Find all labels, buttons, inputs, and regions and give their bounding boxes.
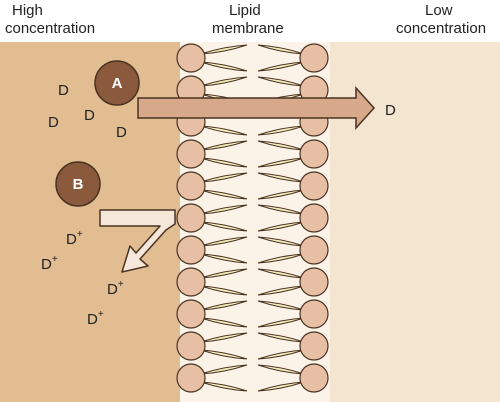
lipid-head xyxy=(176,299,206,329)
lipid-tail xyxy=(257,317,305,328)
lipid-membrane-label-line2: membrane xyxy=(212,20,284,37)
lipid-head xyxy=(176,267,206,297)
particle-a-circle xyxy=(94,60,140,106)
lipid-head xyxy=(299,267,329,297)
lipid-head xyxy=(176,43,206,73)
ionized-drug-label: D+ xyxy=(107,279,124,298)
lipid-tail xyxy=(200,364,248,375)
lipid-tail xyxy=(257,268,305,279)
lipid-tail xyxy=(257,44,305,55)
lipid-tail xyxy=(257,189,305,200)
lipid-tail xyxy=(200,204,248,215)
lipid-tail xyxy=(257,140,305,151)
ionized-drug-label: D+ xyxy=(41,254,58,273)
lipid-tail xyxy=(257,332,305,343)
lipid-tail xyxy=(257,285,305,296)
lipid-tail xyxy=(200,236,248,247)
lipid-head xyxy=(299,235,329,265)
neutral-drug-label: D xyxy=(48,114,59,131)
lipid-tail xyxy=(257,253,305,264)
lipid-head xyxy=(299,363,329,393)
particle-a-label: A xyxy=(112,75,123,92)
lipid-tail xyxy=(200,140,248,151)
lipid-tail xyxy=(200,44,248,55)
neutral-drug-label: D xyxy=(84,107,95,124)
lipid-head xyxy=(299,331,329,361)
lipid-tail xyxy=(200,285,248,296)
lipid-tail xyxy=(257,300,305,311)
lipid-head xyxy=(176,363,206,393)
lipid-membrane-label-line1: Lipid xyxy=(229,2,261,19)
lipid-head xyxy=(176,203,206,233)
neutral-drug-low-side-label: D xyxy=(385,102,396,119)
lipid-tail xyxy=(257,349,305,360)
lipid-tail xyxy=(257,157,305,168)
lipid-tail xyxy=(200,76,248,87)
high-concentration-label-line2: concentration xyxy=(5,20,95,37)
lipid-head xyxy=(176,139,206,169)
lipid-tail xyxy=(257,76,305,87)
neutral-drug-label: D xyxy=(58,82,69,99)
lipid-bilayer xyxy=(176,43,329,393)
lipid-head xyxy=(299,203,329,233)
lipid-head xyxy=(176,235,206,265)
lipid-tail xyxy=(257,364,305,375)
lipid-tail xyxy=(257,172,305,183)
lipid-tail xyxy=(200,300,248,311)
lipid-tail xyxy=(200,381,248,392)
low-concentration-label-line2: concentration xyxy=(396,20,486,37)
ionized-drug-label: D+ xyxy=(66,229,83,248)
lipid-head xyxy=(299,139,329,169)
lipid-tail xyxy=(257,381,305,392)
neutral-drug-label: D xyxy=(116,124,127,141)
lipid-head xyxy=(299,299,329,329)
particle-b-label: B xyxy=(73,176,84,193)
lipid-tail xyxy=(257,125,305,136)
lipid-tail xyxy=(200,61,248,72)
lipid-head xyxy=(299,43,329,73)
lipid-tail xyxy=(200,189,248,200)
arrow-a-diffusion xyxy=(137,86,376,130)
lipid-tail xyxy=(200,221,248,232)
lipid-tail xyxy=(200,349,248,360)
particle-b-circle xyxy=(55,161,101,207)
lipid-tail xyxy=(200,125,248,136)
lipid-tail xyxy=(200,172,248,183)
lipid-head xyxy=(299,171,329,201)
lipid-tail xyxy=(257,61,305,72)
high-concentration-label-line1: High xyxy=(12,2,43,19)
lipid-tail xyxy=(257,221,305,232)
lipid-head xyxy=(176,331,206,361)
lipid-tail xyxy=(200,157,248,168)
lipid-tail xyxy=(257,204,305,215)
lipid-tail xyxy=(200,317,248,328)
low-concentration-label-line1: Low xyxy=(425,2,453,19)
arrow-b-deflected xyxy=(99,209,176,273)
lipid-tail xyxy=(200,268,248,279)
lipid-head xyxy=(176,171,206,201)
lipid-tail xyxy=(200,253,248,264)
ionized-drug-label: D+ xyxy=(87,309,104,328)
lipid-tail xyxy=(200,332,248,343)
lipid-tail xyxy=(257,236,305,247)
